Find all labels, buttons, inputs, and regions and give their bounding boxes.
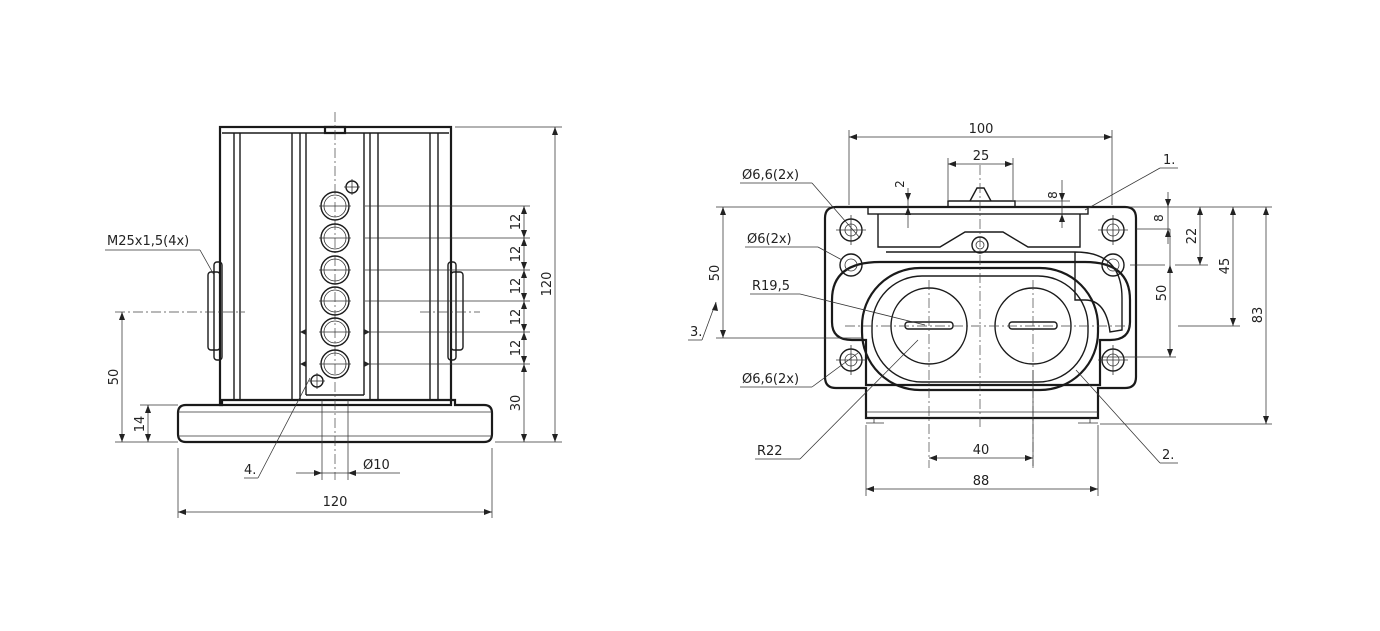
dim-30: 30 bbox=[509, 395, 524, 412]
thread-callout: M25x1,5(4x) bbox=[107, 234, 189, 249]
r22-label: R22 bbox=[757, 444, 783, 459]
dim-83: 83 bbox=[1251, 307, 1266, 324]
dim-40: 40 bbox=[973, 443, 990, 458]
dim-50-left: 50 bbox=[708, 265, 723, 282]
dim-width-120: 120 bbox=[323, 495, 348, 510]
dim-25: 25 bbox=[973, 149, 990, 164]
dim-height-14: 14 bbox=[133, 416, 148, 433]
terminal-holes bbox=[319, 191, 351, 379]
dia-10-label: Ø10 bbox=[363, 458, 390, 473]
item-1-label: 1. bbox=[1163, 153, 1175, 168]
hole-66-top-label: Ø6,6(2x) bbox=[742, 168, 799, 183]
right-view: 100 25 2 8 1. Ø6,6(2x) Ø6(2x) R19,5 bbox=[688, 122, 1272, 496]
hole-mid-right bbox=[1101, 253, 1125, 277]
dim-22: 22 bbox=[1185, 228, 1200, 245]
hole-66-bottom-label: Ø6,6(2x) bbox=[742, 372, 799, 387]
dim-45: 45 bbox=[1218, 258, 1233, 275]
hole-mid-left bbox=[839, 253, 863, 277]
dim-8-right: 8 bbox=[1152, 214, 1166, 222]
hole-6-label: Ø6(2x) bbox=[747, 232, 792, 247]
dim-100: 100 bbox=[969, 122, 994, 137]
dim-pitch-2: 12 bbox=[509, 246, 524, 263]
right-cable-gland bbox=[450, 271, 464, 351]
flange-outline bbox=[823, 205, 1138, 420]
dim-2: 2 bbox=[893, 180, 907, 188]
dim-pitch-1: 12 bbox=[509, 214, 524, 231]
dim-50-right: 50 bbox=[1155, 285, 1170, 302]
dim-total-height: 120 bbox=[540, 272, 555, 297]
dim-88: 88 bbox=[973, 474, 990, 489]
housing-body bbox=[218, 125, 453, 407]
dim-height-50: 50 bbox=[107, 369, 122, 386]
left-view: 12 12 12 12 12 30 120 50 14 M25x1,5(4x) … bbox=[105, 112, 562, 518]
base-plate bbox=[176, 398, 494, 444]
item-3-label: 3. bbox=[690, 325, 702, 340]
item-2-label: 2. bbox=[1162, 448, 1174, 463]
dim-8-top: 8 bbox=[1046, 191, 1060, 199]
r195-label: R19,5 bbox=[752, 279, 790, 294]
hole-center-top bbox=[971, 236, 989, 254]
dim-pitch-3: 12 bbox=[509, 278, 524, 295]
dim-pitch-4: 12 bbox=[509, 309, 524, 326]
inner-housing bbox=[830, 260, 1132, 387]
item-4-label: 4. bbox=[244, 463, 256, 478]
dim-pitch-5: 12 bbox=[509, 340, 524, 357]
